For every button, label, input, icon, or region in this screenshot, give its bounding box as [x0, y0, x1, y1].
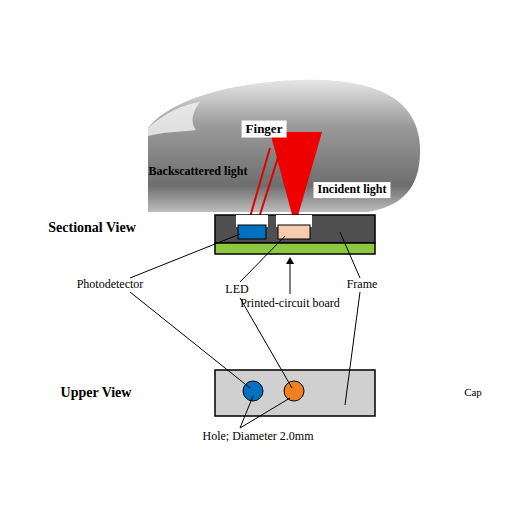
pcb-pointer — [290, 258, 291, 294]
part-label: Printed-circuit board — [240, 297, 340, 311]
frame — [215, 215, 375, 243]
photodetector — [238, 225, 266, 239]
part-label: Frame — [347, 278, 378, 292]
led-hole — [284, 381, 304, 401]
view-title: Upper View — [61, 385, 132, 401]
photodetector-hole — [243, 381, 263, 401]
part-label: LED — [225, 283, 248, 297]
backscatter-arrow — [248, 148, 270, 224]
incident-light-beam — [270, 132, 322, 226]
light-label: Backscattered light — [149, 165, 248, 179]
printed-circuit-board — [215, 243, 375, 254]
backscatter-arrow — [257, 148, 281, 224]
finger-nail — [148, 102, 200, 136]
part-label: Finger — [242, 121, 287, 138]
view-title: Sectional View — [48, 220, 136, 236]
cap — [215, 370, 375, 416]
light-label: Incident light — [313, 182, 390, 198]
leader-lines — [130, 232, 360, 428]
led — [278, 225, 310, 239]
dimension-label: Hole; Diameter 2.0mm — [203, 430, 314, 444]
part-label: Photodetector — [77, 278, 144, 292]
part-label: Cap — [464, 386, 482, 399]
